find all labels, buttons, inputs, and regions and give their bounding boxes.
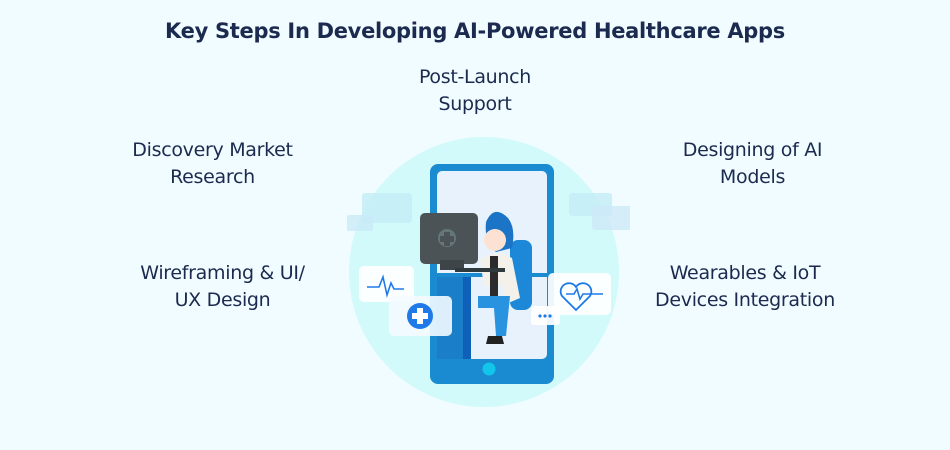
step-label-line2: Research (170, 166, 255, 188)
diagram-title: Key Steps In Developing AI-Powered Healt… (165, 19, 785, 43)
step-label-line1: Discovery Market (132, 139, 293, 161)
step-label-line2: Models (719, 166, 786, 188)
heart-rate-icon (559, 282, 593, 312)
step-wireframing-ux-design: Wireframing & UI/ UX Design (100, 260, 345, 314)
pulse-icon (367, 274, 404, 298)
heart-card (548, 273, 611, 315)
home-button-icon (482, 362, 496, 376)
step-label-line1: Post-Launch (418, 66, 532, 88)
step-label-line2: Support (438, 93, 512, 115)
step-wearables-iot-integration: Wearables & IoT Devices Integration (630, 260, 860, 314)
step-label-line2: Devices Integration (655, 289, 835, 311)
pulse-card (359, 266, 414, 302)
step-label-line1: Wearables & IoT (669, 262, 821, 284)
step-designing-ai-models: Designing of AI Models (640, 137, 865, 191)
healthcare-app-illustration (347, 137, 630, 407)
step-label-line2: UX Design (174, 289, 271, 311)
step-label-line1: Designing of AI (682, 139, 823, 161)
step-discovery-market-research: Discovery Market Research (100, 137, 325, 191)
step-label-line1: Wireframing & UI/ (140, 262, 305, 284)
step-post-launch-support: Post-Launch Support (385, 64, 565, 118)
